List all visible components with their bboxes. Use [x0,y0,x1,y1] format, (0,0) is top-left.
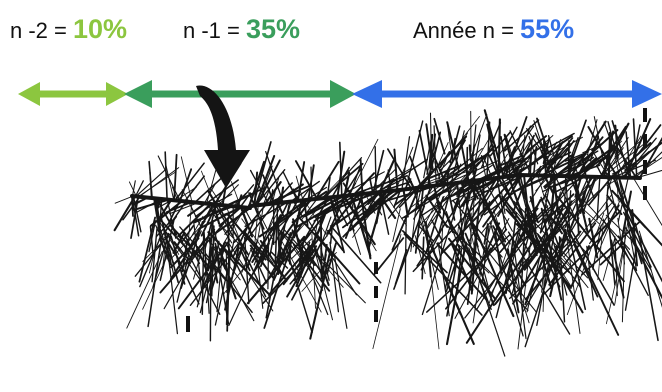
span-arrow-n [352,80,662,108]
span-arrow-n-minus-2 [18,82,128,106]
pine-shoot-illustration [113,109,662,357]
label-year-n: Année n = 55% [413,14,574,45]
curved-pointer-arrow [196,85,250,188]
label-prefix: n -1 = [183,18,246,43]
label-year-n-minus-2: n -2 = 10% [10,14,127,45]
label-prefix: Année n = [413,18,521,43]
span-arrow-n-minus-1 [124,80,356,108]
percent-value: 35% [245,14,301,44]
label-prefix: n -2 = [10,18,73,43]
percent-value: 55% [520,14,575,44]
percent-value: 10% [72,14,128,44]
label-year-n-minus-1: n -1 = 35% [183,14,300,45]
